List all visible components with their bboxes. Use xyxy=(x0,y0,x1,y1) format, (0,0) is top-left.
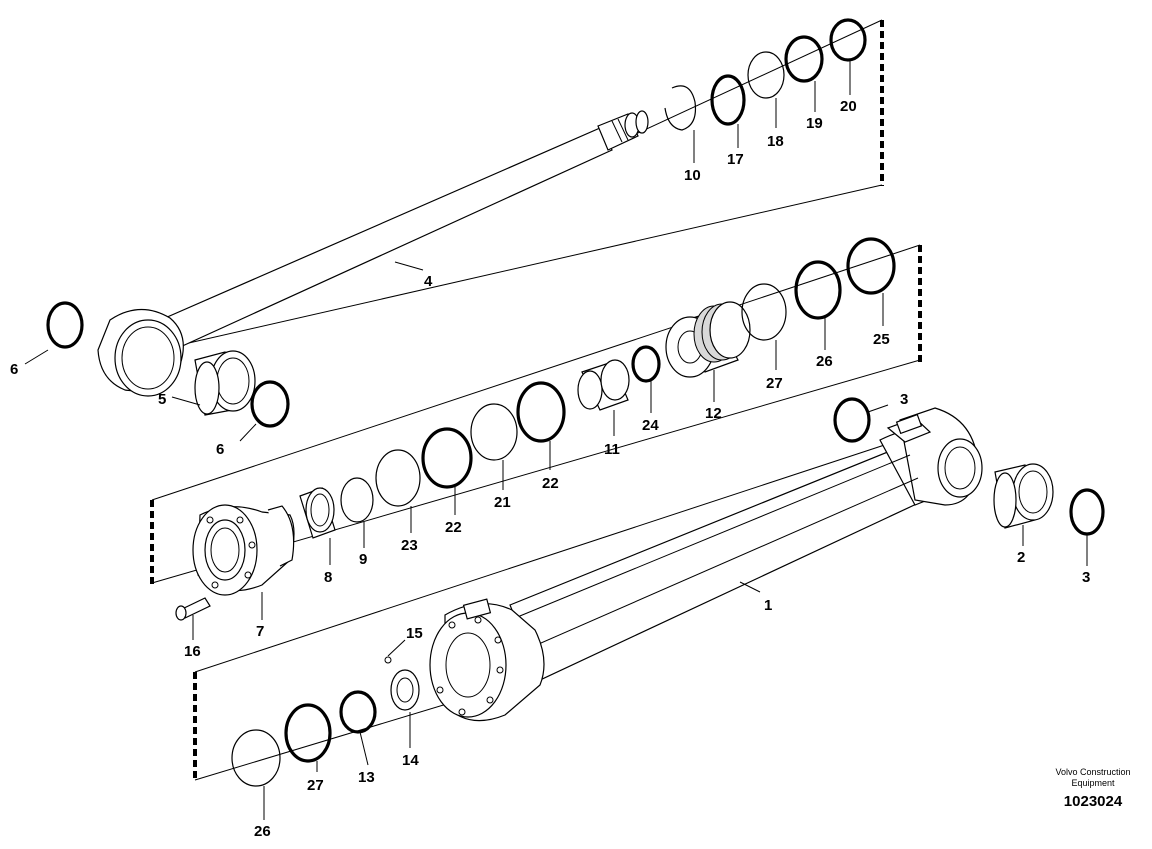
seal-rings-top xyxy=(664,18,867,131)
callout-19: 19 xyxy=(806,115,823,132)
middle-rings xyxy=(340,381,566,523)
piston-rod xyxy=(97,110,649,397)
callout-11: 11 xyxy=(604,441,620,458)
brand-line-2: Equipment xyxy=(1071,778,1115,788)
bushing-2 xyxy=(993,463,1054,529)
seal-rings-6 xyxy=(46,301,290,428)
bushing-8 xyxy=(299,487,336,539)
callout-9: 9 xyxy=(359,551,367,568)
callout-25: 25 xyxy=(873,331,890,348)
callout-27-middle: 27 xyxy=(766,375,783,392)
callout-16: 16 xyxy=(184,643,201,660)
callout-2: 2 xyxy=(1017,549,1025,566)
callout-21: 21 xyxy=(494,494,511,511)
leader-lines xyxy=(24,60,1088,820)
callout-labels: 1 2 3 3 4 5 6 6 7 8 9 10 11 12 13 14 15 … xyxy=(10,98,1090,840)
callout-7: 7 xyxy=(256,623,264,640)
callout-6-right: 6 xyxy=(216,441,224,458)
brand-block: Volvo Construction Equipment 1023024 xyxy=(1055,767,1130,810)
brand-line-1: Volvo Construction xyxy=(1055,767,1130,777)
bolt-16 xyxy=(175,597,211,621)
callout-15: 15 xyxy=(406,625,423,642)
callout-10: 10 xyxy=(684,167,701,184)
lower-parts xyxy=(231,656,420,787)
callout-3-top: 3 xyxy=(900,391,908,408)
callout-26-bottom: 26 xyxy=(254,823,271,840)
cylinder-head-gland xyxy=(192,504,295,596)
ring-24 xyxy=(631,345,661,383)
callout-1: 1 xyxy=(764,597,772,614)
spacer-11 xyxy=(577,359,630,411)
callout-24: 24 xyxy=(642,417,659,434)
bushing-rod-eye xyxy=(194,350,256,416)
callout-23: 23 xyxy=(401,537,418,554)
callout-6-left: 6 xyxy=(10,361,18,378)
callout-4: 4 xyxy=(424,273,433,290)
callout-13: 13 xyxy=(358,769,375,786)
cylinder-tube xyxy=(509,407,983,681)
callout-26-middle: 26 xyxy=(816,353,833,370)
callout-17: 17 xyxy=(727,151,744,168)
callout-14: 14 xyxy=(402,752,419,769)
callout-20: 20 xyxy=(840,98,857,115)
callout-22-right: 22 xyxy=(542,475,559,492)
callout-3-bottom: 3 xyxy=(1082,569,1090,586)
callout-18: 18 xyxy=(767,133,784,150)
callout-8: 8 xyxy=(324,569,332,586)
callout-22-left: 22 xyxy=(445,519,462,536)
piston-12 xyxy=(665,301,751,378)
callout-5: 5 xyxy=(158,391,166,408)
callout-12: 12 xyxy=(705,405,722,422)
cylinder-head-flange xyxy=(429,598,545,722)
callout-27-bottom: 27 xyxy=(307,777,324,794)
document-number: 1023024 xyxy=(1064,793,1123,810)
piston-rings xyxy=(741,237,896,341)
